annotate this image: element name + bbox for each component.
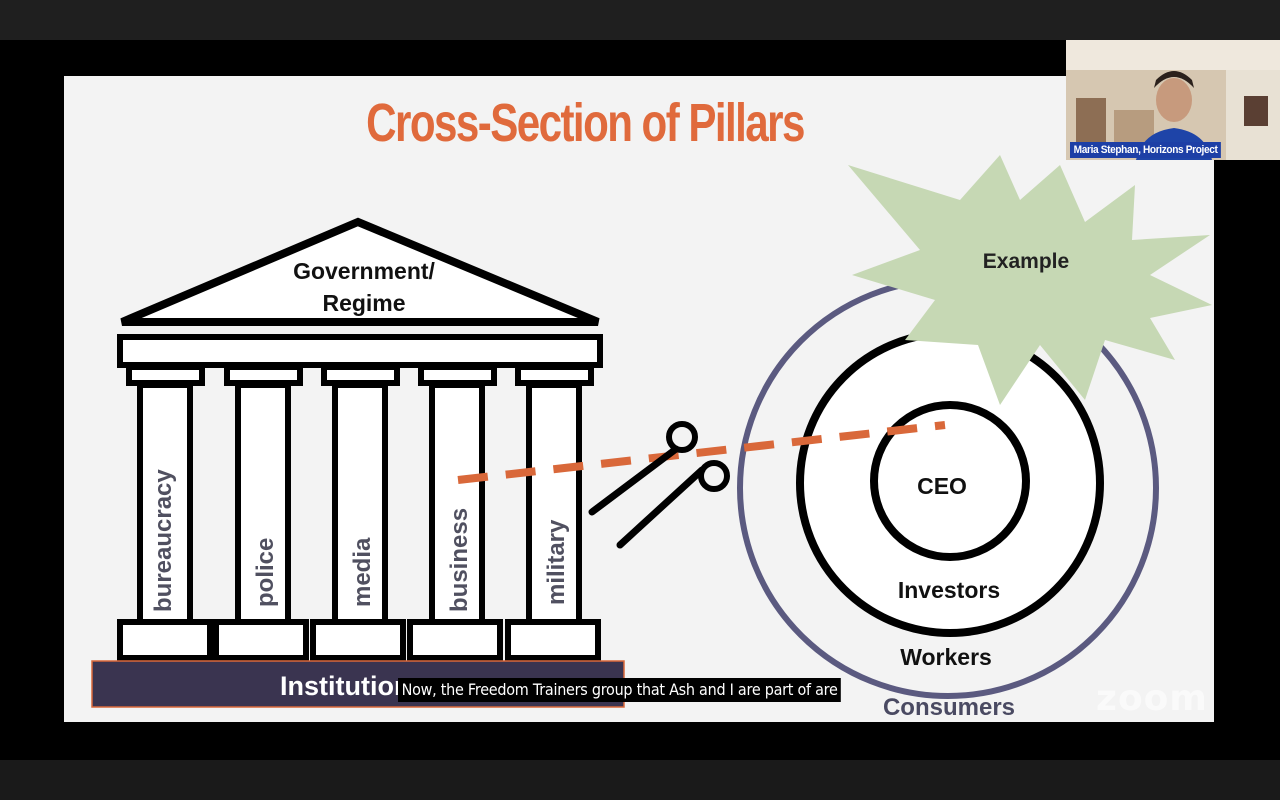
consumers-label: Consumers [883,694,1015,721]
roof-label-line1: Government/ [293,258,435,284]
window-top-bar [0,0,1280,40]
pillar-label-media: media [349,537,376,607]
burst-label: Example [983,250,1069,273]
pillar-label-business: business [446,508,473,612]
cut-line [457,421,946,484]
zoom-watermark: zoom [1096,678,1208,719]
roof-label-line2: Regime [322,290,405,316]
live-caption: Now, the Freedom Trainers group that Ash… [398,678,842,702]
temple-architrave [117,334,603,368]
slide-graphic: Government/ Regime bureaucracy police me… [91,155,1212,721]
participant-video [1066,40,1280,160]
participant-video-tile[interactable]: Maria Stephan, Horizons Project [1066,40,1280,160]
workers-label: Workers [900,644,992,670]
ceo-circle [870,401,1030,561]
example-starburst [848,155,1212,405]
scissors-icon [588,421,730,549]
participant-name-tag: Maria Stephan, Horizons Project [1070,142,1222,158]
temple-pillars [117,364,601,661]
investors-label: Investors [898,577,1000,603]
temple-roof [120,217,600,326]
pillar-label-military: military [543,519,570,605]
presentation-slide: Government/ Regime bureaucracy police me… [64,76,1214,722]
pillar-label-police: police [252,538,279,607]
ceo-label: CEO [917,473,967,499]
window-bottom-bar [0,760,1280,800]
pillar-label-bureaucracy: bureaucracy [150,469,177,612]
slide-title: Cross-Section of Pillars [366,93,805,153]
